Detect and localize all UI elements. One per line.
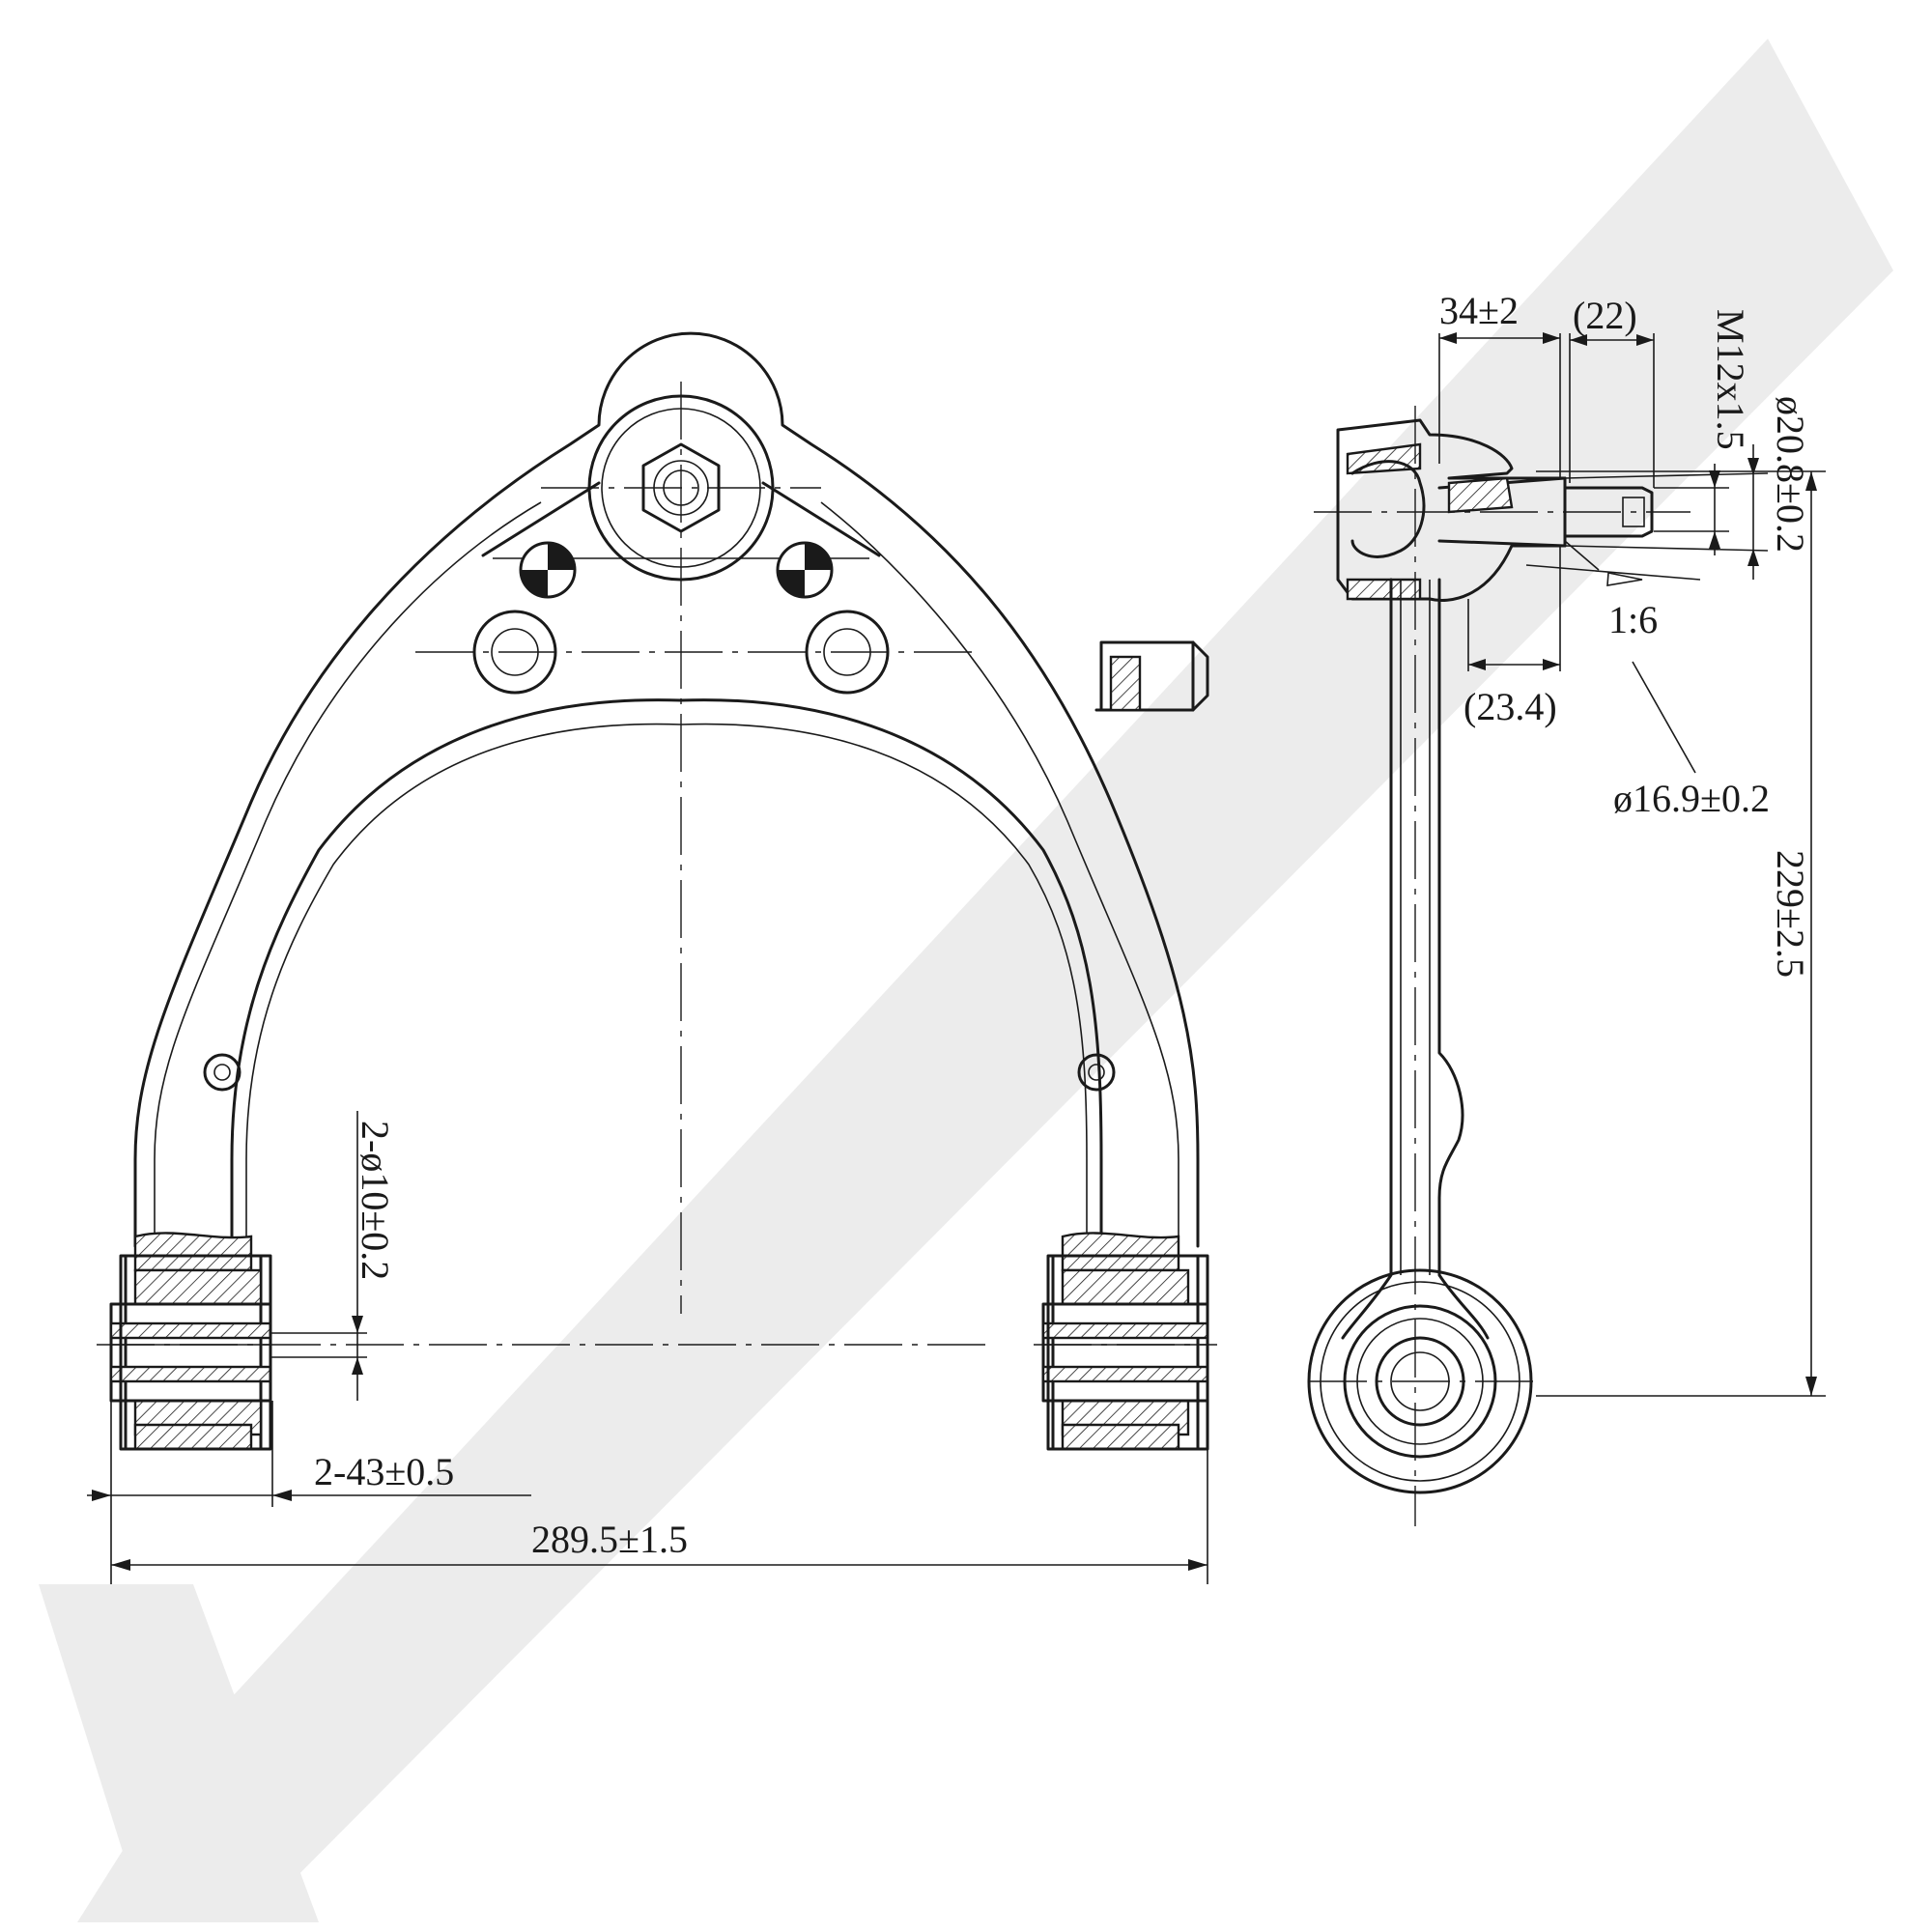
watermark-logo: [39, 39, 1893, 1922]
dim-taper-length: (23.4): [1463, 685, 1557, 728]
datum-target-right-icon: [776, 541, 834, 599]
dim-arm-length: 229±2.5: [1769, 850, 1812, 978]
dim-overall-width: 289.5±1.5: [531, 1518, 688, 1561]
control-arm-front-view: [87, 331, 1217, 1584]
bushing-right: [1041, 1232, 1209, 1451]
bushing-left: [109, 1232, 272, 1451]
castle-nut: [1094, 640, 1209, 712]
dim-thread-length: (22): [1573, 294, 1637, 337]
datum-target-left-icon: [519, 541, 577, 599]
dim-taper-diameter: ø16.9±0.2: [1613, 777, 1770, 820]
dim-ball-joint-height: 34±2: [1439, 289, 1519, 332]
dim-taper: 1:6: [1608, 598, 1658, 641]
dim-bushing-width: 2-43±0.5: [314, 1450, 454, 1493]
dim-thread-spec: M12x1.5: [1709, 309, 1752, 450]
dim-stud-diameter: ø20.8±0.2: [1769, 396, 1812, 553]
dim-bushing-bore: 2-ø10±0.2: [354, 1121, 397, 1280]
control-arm-side-view: [1307, 332, 1826, 1526]
